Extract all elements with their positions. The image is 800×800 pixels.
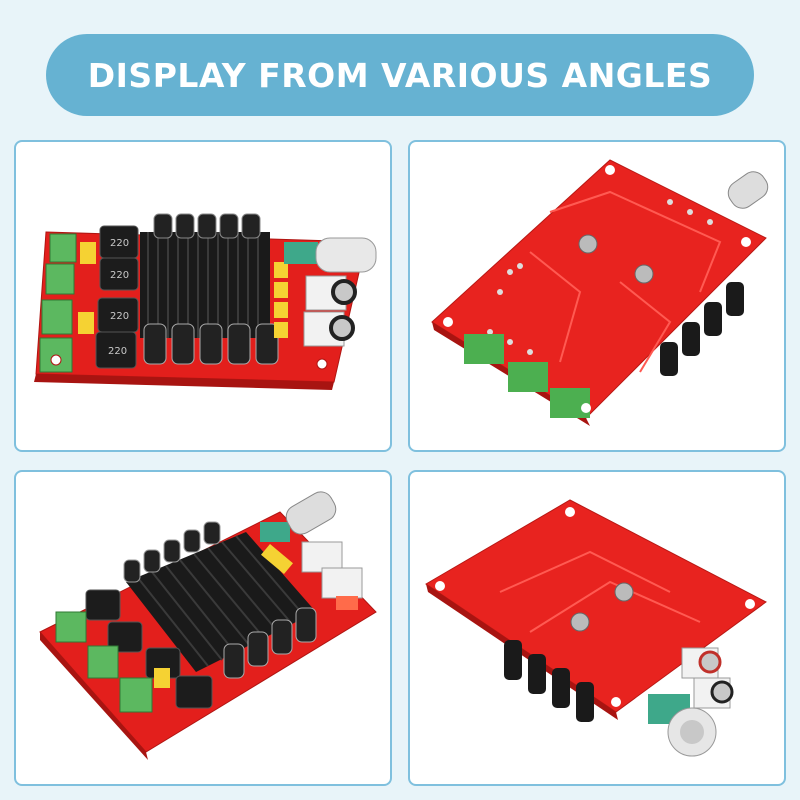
inductor-label: 220 [108, 346, 127, 357]
amplifier-board-bottom-rear-image [431, 159, 769, 426]
amplifier-board-bottom-angled-image [425, 499, 767, 757]
inductor-label: 220 [110, 238, 129, 249]
photo-panel-top-front: 220 220 220 220 [14, 140, 392, 452]
inductor-label: 220 [110, 311, 129, 322]
banner-title: DISPLAY FROM VARIOUS ANGLES [87, 55, 713, 95]
amplifier-board-top-front-image: 220 220 220 220 [34, 213, 377, 390]
photo-panel-top-angled [14, 470, 392, 786]
photo-panel-bottom-rear [408, 140, 786, 452]
inductor-label: 220 [110, 270, 129, 281]
photo-panel-bottom-angled [408, 470, 786, 786]
amplifier-board-top-angled-image [39, 491, 377, 760]
title-banner: DISPLAY FROM VARIOUS ANGLES [46, 34, 754, 116]
